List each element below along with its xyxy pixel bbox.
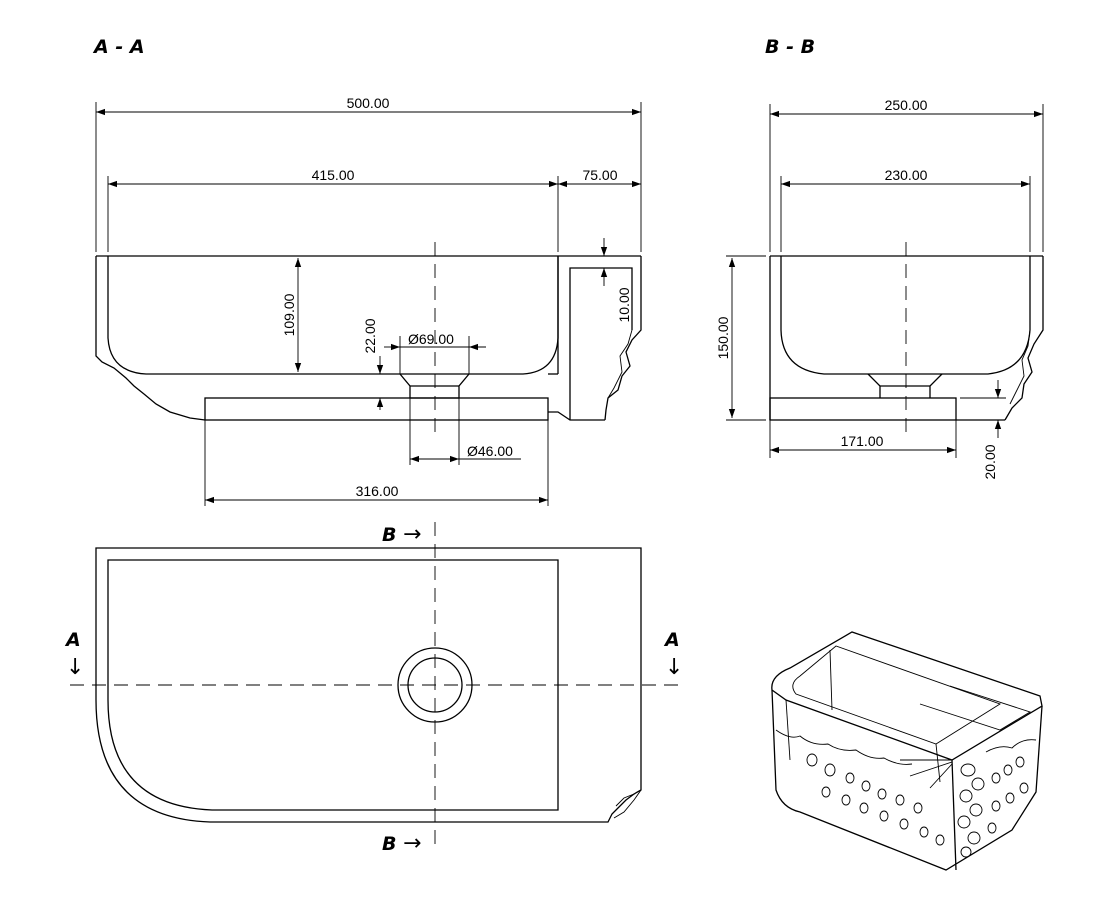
dim-overall-width: 500.00 (347, 95, 390, 111)
dim-basin-depth: 109.00 (281, 293, 297, 336)
dim-shelf-step: 10.00 (616, 287, 632, 322)
section-mark-a-left: A (64, 629, 81, 651)
dim-basin-width: 415.00 (312, 167, 355, 183)
arrow-down-icon: ↓ (665, 655, 683, 680)
section-bb-view: 250.00 230.00 150.00 171.00 20.00 (715, 97, 1044, 480)
dim-shelf-width: 75.00 (582, 167, 617, 183)
section-marker-a-right: A ↓ (663, 629, 683, 680)
arrow-right-icon: → (403, 522, 421, 547)
section-aa-view: 500.00 415.00 75.00 109.00 22.00 Ø69.00 … (95, 95, 642, 506)
dim-bb-overall-width: 250.00 (885, 97, 928, 113)
plan-view (70, 522, 684, 848)
dim-bb-basin-width: 230.00 (885, 167, 928, 183)
dim-base-width: 316.00 (356, 483, 399, 499)
section-marker-b-bottom: B → (382, 831, 421, 856)
section-marker-a-left: A ↓ (64, 629, 84, 680)
arrow-down-icon: ↓ (66, 655, 84, 680)
dim-bb-base-width: 171.00 (841, 433, 884, 449)
dim-drain-top: 22.00 (362, 318, 378, 353)
dim-drain-outer: Ø69.00 (408, 331, 454, 347)
section-bb-title: B - B (765, 36, 815, 58)
dim-drain-inner: Ø46.00 (467, 443, 513, 459)
section-aa-title: A - A (92, 36, 145, 58)
stone-texture (775, 729, 1037, 858)
section-mark-a-right: A (663, 629, 680, 651)
dim-bb-base-height: 20.00 (982, 444, 998, 479)
section-mark-b-bottom: B (382, 833, 396, 855)
section-marker-b-top: B → (382, 522, 421, 547)
arrow-right-icon: → (403, 831, 421, 856)
section-mark-b-top: B (382, 524, 396, 546)
isometric-sink-view (771, 631, 1043, 871)
dim-bb-total-height: 150.00 (715, 316, 731, 359)
